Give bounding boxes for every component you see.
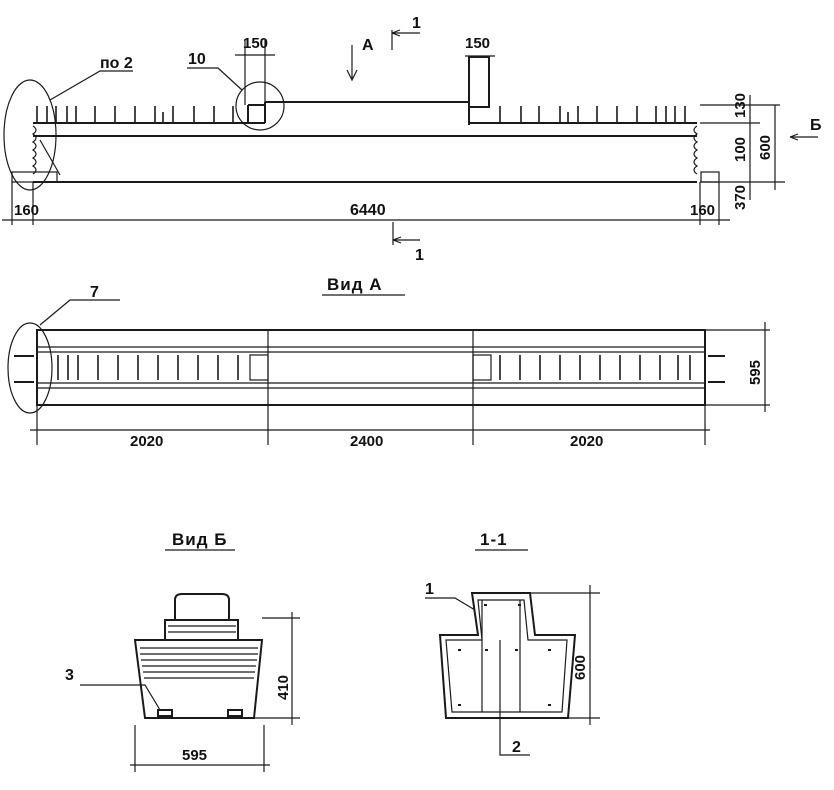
dim-130: 130 [732, 93, 749, 118]
dim-600: 600 [757, 135, 774, 160]
dim-view-b-width: 595 [182, 747, 207, 764]
view-arrow-a [346, 45, 358, 82]
dim-segment-3: 2020 [570, 433, 603, 450]
callout-label-section-bottom: 2 [512, 739, 521, 756]
view-b-title: Вид Б [172, 530, 227, 549]
dim-segment-1: 2020 [130, 433, 163, 450]
callout-circle-view-a [7, 322, 53, 414]
callout-label-left: по 2 [100, 55, 133, 72]
dim-total-length: 6440 [350, 202, 386, 219]
beam-elevation: по 2 10 150 150 А 1 1 130 100 600 370 Б … [2, 15, 822, 264]
view-b: Вид Б 3 410 595 [65, 530, 300, 772]
callout-circle-left [3, 79, 57, 191]
dim-segment-2: 2400 [350, 433, 383, 450]
dim-notch-left: 150 [243, 35, 268, 52]
dim-right-160: 160 [690, 202, 715, 219]
section-mark-bottom-label: 1 [415, 247, 424, 264]
section-mark-top [391, 29, 420, 50]
view-arrow-a-label: А [362, 37, 374, 54]
section-title: 1-1 [480, 530, 508, 549]
dim-notch-right: 150 [465, 35, 490, 52]
callout-label-view-b: 3 [65, 667, 74, 684]
stirrup-ticks [36, 106, 686, 123]
dim-100: 100 [732, 137, 749, 162]
dim-left-160: 160 [14, 202, 39, 219]
view-a: Вид А 7 595 2020 2400 2020 [7, 275, 770, 450]
dim-370: 370 [732, 185, 749, 210]
section-1-1: 1-1 1 2 600 [425, 530, 600, 756]
dim-view-b-height: 410 [275, 675, 292, 700]
callout-circle-notch [235, 81, 285, 131]
view-a-title: Вид А [327, 275, 383, 294]
section-mark-top-label: 1 [412, 15, 421, 32]
right-end-wave [693, 125, 699, 175]
section-mark-bottom [392, 222, 420, 245]
callout-label-view-a: 7 [90, 284, 99, 301]
dim-view-a-width: 595 [747, 360, 764, 385]
dim-section-height: 600 [572, 655, 589, 680]
callout-label-section-top: 1 [425, 581, 434, 598]
callout-label-notch: 10 [188, 51, 206, 68]
left-end-wave [31, 125, 37, 175]
view-arrow-b-label: Б [810, 117, 822, 134]
